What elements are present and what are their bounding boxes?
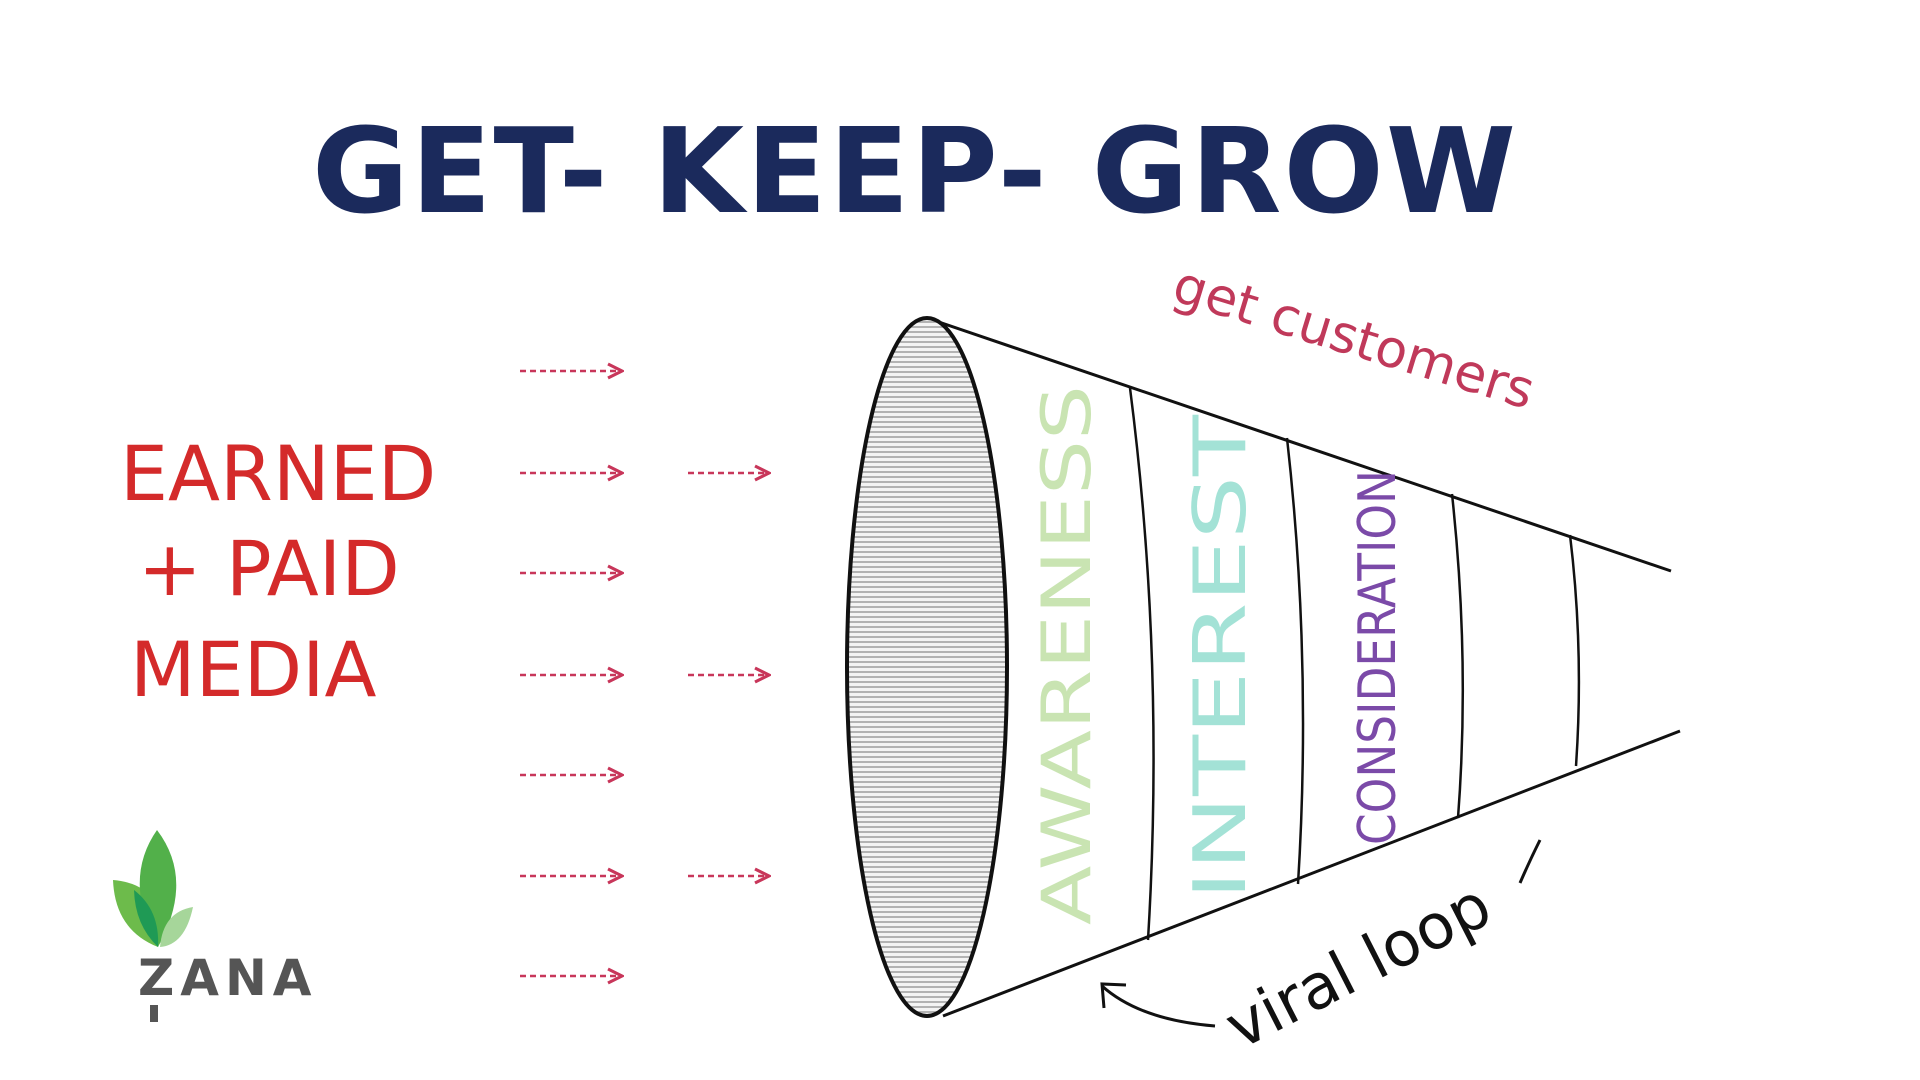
media-arrows [520, 371, 769, 976]
funnel-mouth [845, 316, 1009, 1018]
media-label: EARNED + PAID MEDIA [120, 429, 436, 714]
zana-logo: ZANA [113, 830, 318, 1022]
funnel-divider [1128, 387, 1155, 941]
funnel [845, 316, 1681, 1018]
get-customers-label: get customers [1166, 255, 1541, 422]
stage-consideration: CONSIDERATION [1348, 470, 1408, 845]
funnel-top-edge [926, 316, 1672, 573]
logo-mark [150, 1005, 158, 1022]
logo-text: ZANA [138, 949, 318, 1007]
stage-interest: INTEREST [1178, 414, 1262, 900]
stage-awareness: AWARENESS [1028, 385, 1107, 925]
media-label-line1: EARNED [120, 429, 436, 518]
viral-loop-arrow [1101, 984, 1216, 1028]
logo-leaf-inner [134, 890, 159, 947]
funnel-bottom-edge [942, 729, 1681, 1018]
funnel-divider [1285, 437, 1305, 885]
media-label-line2: + PAID [138, 524, 400, 613]
viral-loop-tail [1518, 839, 1542, 884]
viral-loop-arrowhead [1100, 982, 1127, 1009]
logo-leaf-right [160, 907, 193, 947]
funnel-divider [1568, 534, 1581, 767]
media-label-line3: MEDIA [130, 625, 377, 714]
funnel-divider [1450, 493, 1465, 819]
title: GET- KEEP- GROW [312, 102, 1518, 240]
